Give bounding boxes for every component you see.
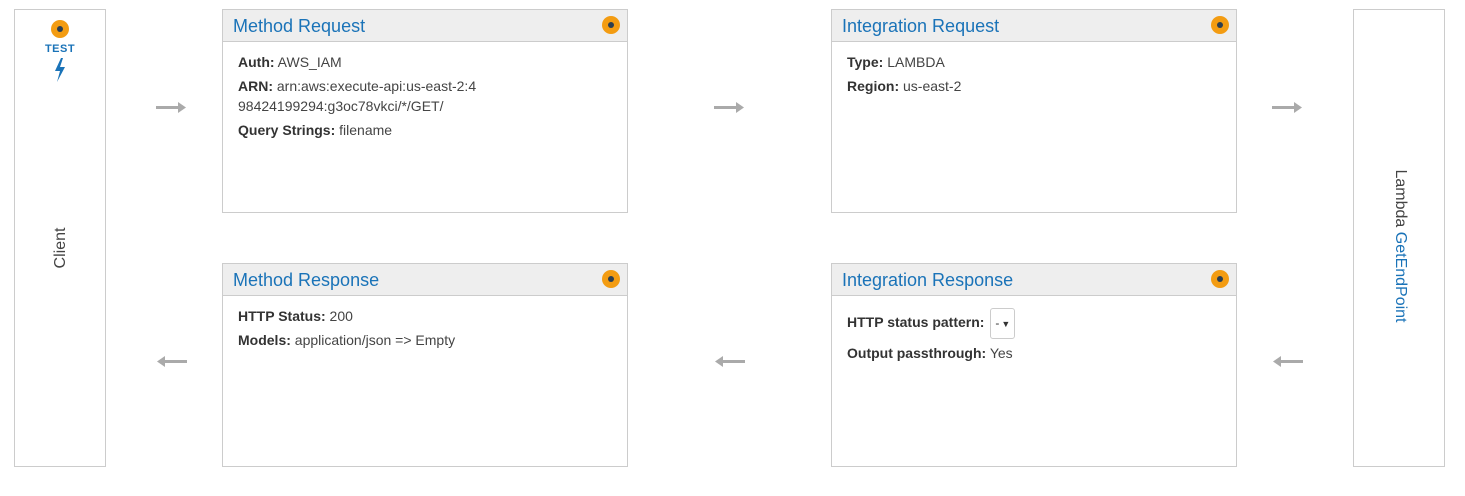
integration-response-card: Integration Response HTTP status pattern… [831,263,1237,467]
status-dot-icon [1211,270,1229,288]
test-label: TEST [44,43,76,55]
integration-response-link[interactable]: Integration Response [842,270,1014,290]
client-panel: TEST Client [14,9,106,467]
lightning-bolt-icon [55,58,65,82]
lambda-panel: Lambda GetEndPoint [1353,9,1445,467]
region-label: Region: [847,78,900,94]
arrow-left-icon [157,356,187,367]
status-pattern-label: HTTP status pattern: [847,314,985,331]
method-response-card: Method Response HTTP Status: 200 Models:… [222,263,628,467]
method-response-header: Method Response [223,264,627,296]
status-pattern-selected: - [995,316,1000,330]
query-strings-label: Query Strings: [238,122,336,138]
arrow-left-icon [715,356,745,367]
status-dot-icon [1211,16,1229,34]
integration-response-body: HTTP status pattern: -▼ Output passthrou… [832,296,1236,363]
method-request-body: Auth: AWS_IAM ARN: arn:aws:execute-api:u… [223,42,627,140]
status-dot-icon [602,270,620,288]
caret-down-icon: ▼ [1001,319,1011,329]
http-status-row: HTTP Status: 200 [238,306,612,326]
query-strings-value: filename [339,122,393,138]
method-request-header: Method Request [223,10,627,42]
status-dot-icon [51,20,69,38]
output-passthrough-value: Yes [989,345,1013,361]
status-dot-icon [602,16,620,34]
type-value: LAMBDA [887,54,945,70]
integration-request-link[interactable]: Integration Request [842,16,1000,36]
test-button[interactable]: TEST [15,20,105,82]
arrow-left-icon [1273,356,1303,367]
arn-label: ARN: [238,78,273,94]
query-strings-row: Query Strings: filename [238,120,612,140]
auth-label: Auth: [238,54,275,70]
method-request-link[interactable]: Method Request [233,16,366,36]
integration-response-header: Integration Response [832,264,1236,296]
status-pattern-select[interactable]: -▼ [990,308,1016,339]
method-response-link[interactable]: Method Response [233,270,380,290]
method-response-body: HTTP Status: 200 Models: application/jso… [223,296,627,350]
models-row: Models: application/json => Empty [238,330,612,350]
arn-row: ARN: arn:aws:execute-api:us-east-2:49842… [238,76,478,116]
integration-request-body: Type: LAMBDA Region: us-east-2 [832,42,1236,96]
lambda-label: Lambda GetEndPoint [1391,169,1409,322]
method-request-card: Method Request Auth: AWS_IAM ARN: arn:aw… [222,9,628,213]
lambda-prefix: Lambda [1392,169,1409,228]
http-status-value: 200 [329,308,353,324]
models-value: application/json => Empty [294,332,456,348]
output-passthrough-row: Output passthrough: Yes [847,343,1221,363]
auth-row: Auth: AWS_IAM [238,52,612,72]
auth-value: AWS_IAM [277,54,342,70]
arrow-right-icon [714,102,744,113]
client-label: Client [52,227,69,269]
arrow-right-icon [156,102,186,113]
output-passthrough-label: Output passthrough: [847,345,987,361]
region-value: us-east-2 [903,78,962,94]
integration-request-card: Integration Request Type: LAMBDA Region:… [831,9,1237,213]
type-label: Type: [847,54,884,70]
lambda-function-link[interactable]: GetEndPoint [1392,231,1409,323]
integration-request-header: Integration Request [832,10,1236,42]
models-label: Models: [238,332,291,348]
arrow-right-icon [1272,102,1302,113]
http-status-label: HTTP Status: [238,308,326,324]
status-pattern-row: HTTP status pattern: -▼ [847,308,1221,339]
region-row: Region: us-east-2 [847,76,1221,96]
arn-value: arn:aws:execute-api:us-east-2:4984241992… [238,78,477,114]
type-row: Type: LAMBDA [847,52,1221,72]
